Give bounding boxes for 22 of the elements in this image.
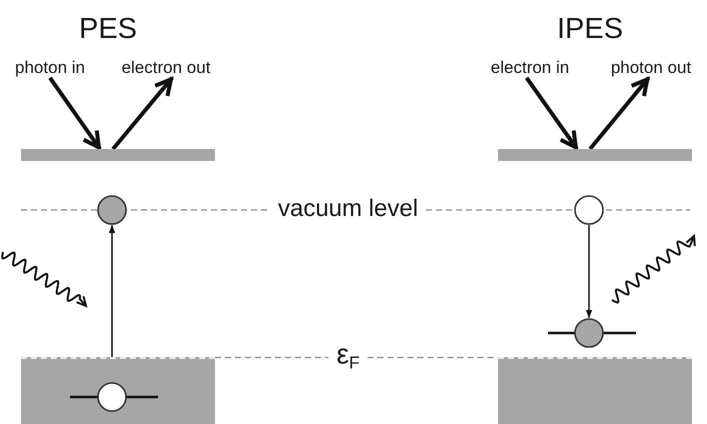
arrow — [586, 225, 592, 318]
electron-circle — [574, 318, 604, 348]
empty-state-circle — [574, 195, 604, 225]
filled-band — [21, 357, 215, 424]
level-label: ε$_{F}$ — [336, 339, 360, 373]
section-heading: IPES — [556, 14, 624, 46]
arrow-label: photon out — [610, 58, 692, 78]
arrow-label: photon in — [15, 58, 85, 78]
arrow — [588, 76, 650, 150]
sample-surface-bar — [498, 149, 692, 161]
arrow — [111, 76, 174, 150]
section-heading: PES — [78, 14, 138, 46]
arrow — [48, 76, 102, 150]
arrow-label: electron out — [122, 58, 210, 78]
sample-surface-bar — [21, 149, 215, 161]
level-label: vacuum level — [278, 196, 418, 222]
filled-band — [498, 357, 692, 424]
empty-state-circle — [97, 382, 127, 412]
arrow-label: electron in — [490, 58, 570, 78]
electron-circle — [97, 195, 127, 225]
arrow — [108, 225, 116, 357]
arrow — [524, 76, 579, 150]
